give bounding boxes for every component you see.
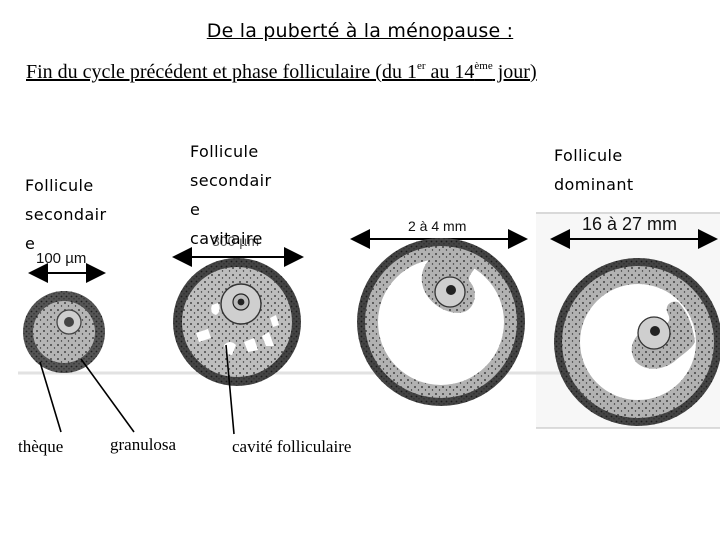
label-dominant-line-1: Follicule: [554, 146, 623, 165]
label-secondary-line-3: e: [25, 234, 36, 253]
measure-label-3: 2 à 4 mm: [408, 218, 467, 234]
follicle-1-nucleus: [64, 317, 74, 327]
pointer-theque: [39, 361, 62, 433]
label-cavitary-line-1: Follicule: [190, 142, 259, 161]
label-dominant-line-2: dominant: [554, 175, 634, 194]
annotation-theque: thèque: [18, 437, 64, 456]
subtitle-sup-first: er: [416, 60, 426, 72]
subtitle-end: jour): [492, 61, 537, 83]
page-subtitle: Fin du cycle précédent et phase follicul…: [26, 60, 537, 84]
measure-label-1: 100 µm: [36, 250, 87, 267]
measure-label-4: 16 à 27 mm: [582, 214, 678, 234]
label-cavitary-line-2: secondair: [190, 171, 272, 190]
label-cavitary-line-4: cavitaire: [190, 229, 263, 248]
follicle-antral: [357, 238, 525, 406]
label-secondary-line-2: secondair: [25, 205, 107, 224]
label-secondary-follicle: Follicule secondair e: [25, 171, 107, 258]
annotation-cavity: cavité folliculaire: [232, 437, 352, 456]
label-cavitary-line-3: e: [190, 200, 201, 219]
label-secondary-line-1: Follicule: [25, 176, 94, 195]
follicle-secondary: [23, 291, 105, 373]
annotation-granulosa: granulosa: [110, 435, 177, 454]
pointer-granulosa: [80, 358, 135, 433]
page-title: De la puberté à la ménopause :: [206, 20, 514, 42]
follicle-2-cavity: [211, 303, 220, 315]
label-dominant-follicle: Follicule dominant: [554, 141, 634, 199]
pointer-cavity: [225, 344, 235, 435]
follicle-dominant: [554, 258, 720, 426]
subtitle-main: Fin du cycle précédent et phase follicul…: [26, 61, 417, 83]
measure-label-2: 300 µm: [212, 233, 259, 249]
label-cavitary-follicle: Follicule secondair e cavitaire: [190, 137, 272, 253]
follicle-cavitary: [173, 258, 301, 386]
subtitle-sup-second: ème: [474, 60, 493, 72]
subtitle-mid: au 14: [425, 61, 475, 83]
